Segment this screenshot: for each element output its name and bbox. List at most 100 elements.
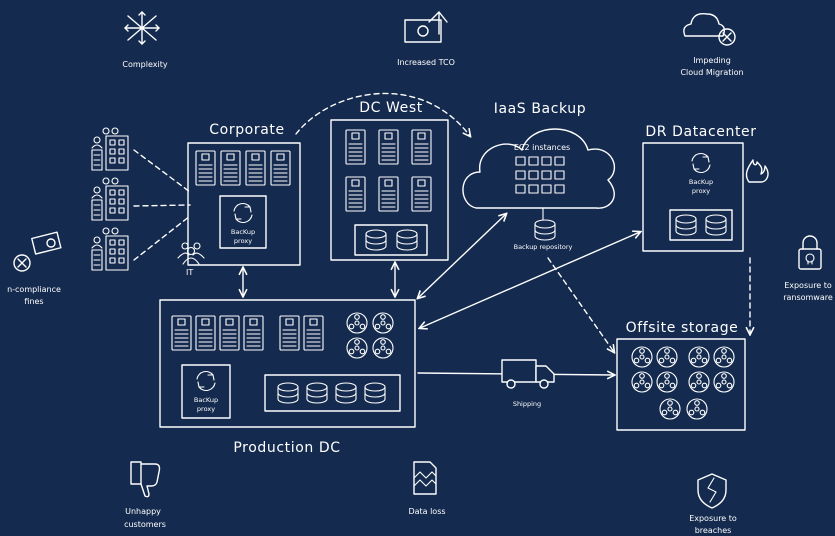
cloud-x-icon: [683, 13, 736, 46]
breaches-label: Exposure to: [689, 514, 737, 523]
disk-icon: [306, 382, 328, 404]
server-icon: [411, 176, 432, 212]
server-icon: [195, 150, 216, 186]
corporate-to-iaas-link: [295, 92, 470, 136]
disk-icon: [365, 229, 387, 251]
tape-icon: [631, 371, 653, 393]
impeding-label: Impeding: [693, 56, 731, 65]
compliance-label: n-compliance: [7, 285, 61, 294]
tape-icon: [688, 346, 710, 368]
production-box: [159, 299, 416, 428]
production-proxy-box: [181, 364, 231, 419]
server-icon: [345, 129, 366, 165]
unhappy-label: Unhappy: [125, 507, 161, 516]
truck-icon: [501, 359, 555, 389]
production-title: Production DC: [233, 440, 340, 456]
data-loss-label: Data loss: [408, 507, 445, 516]
production-proxy-label: BacKup: [194, 396, 218, 404]
tape-icon: [346, 312, 368, 334]
tape-icon: [686, 398, 708, 420]
tape-icon: [656, 371, 678, 393]
shield-crack-icon: [697, 473, 727, 509]
it-people-icon: [177, 242, 205, 265]
customers-label: customers: [124, 520, 166, 529]
backup-cycle-icon: [196, 370, 216, 392]
ransomware-label-2: ransomware: [783, 293, 833, 302]
server-icon: [411, 129, 432, 165]
offsite-title: Offsite storage: [626, 320, 739, 336]
branch-link: [133, 149, 191, 193]
server-icon: [279, 315, 300, 351]
offsite-box: [616, 338, 746, 431]
backup-cycle-icon: [691, 152, 711, 174]
backup-repository-disk-icon: [534, 219, 556, 241]
server-icon: [171, 315, 192, 351]
server-icon: [219, 315, 240, 351]
server-icon: [378, 129, 399, 165]
disk-icon: [335, 382, 357, 404]
it-label: IT: [186, 268, 193, 277]
branch-office-icon: [91, 177, 129, 221]
disk-icon: [705, 214, 727, 236]
tape-icon: [713, 371, 735, 393]
fire-icon: [745, 159, 769, 183]
compliance-money-icon: [13, 231, 62, 272]
tape-icon: [346, 337, 368, 359]
server-icon: [245, 150, 266, 186]
thumbs-down-icon: [130, 461, 161, 498]
iaas-cloud: [462, 128, 616, 209]
branch-office-icon: [91, 227, 129, 271]
disk-icon: [396, 229, 418, 251]
server-icon: [195, 315, 216, 351]
ransomware-lock-icon: [798, 235, 822, 270]
tape-icon: [659, 398, 681, 420]
server-icon: [345, 176, 366, 212]
tape-icon: [372, 312, 394, 334]
dr-box: [642, 142, 744, 252]
complexity-icon: [124, 11, 160, 45]
corporate-title: Corporate: [209, 122, 284, 138]
corporate-proxy-box: [219, 195, 267, 249]
data-loss-icon: [413, 461, 437, 495]
disk-icon: [675, 214, 697, 236]
iaas-title: IaaS Backup: [494, 101, 587, 117]
fines-label: fines: [24, 297, 43, 306]
production-iaas-link: [418, 214, 506, 298]
server-icon: [303, 315, 324, 351]
ec2-instances-grid: [515, 156, 565, 194]
branch-link: [133, 215, 191, 261]
production-proxy-label: proxy: [197, 405, 215, 413]
money-icon: [404, 11, 448, 43]
tape-icon: [372, 337, 394, 359]
corporate-proxy-label: BacKup: [231, 228, 255, 236]
tape-icon: [688, 371, 710, 393]
tape-icon: [656, 346, 678, 368]
production-dr-link: [420, 232, 640, 328]
ec2-label: EC2 instances: [514, 143, 570, 152]
server-icon: [243, 315, 264, 351]
backup-cycle-icon: [233, 202, 253, 224]
disk-icon: [277, 382, 299, 404]
corporate-box: [187, 142, 301, 266]
production-storage-box: [264, 374, 401, 412]
dc-west-title: DC West: [359, 100, 423, 116]
server-icon: [220, 150, 241, 186]
dr-storage-box: [669, 209, 733, 241]
server-icon: [378, 176, 399, 212]
tape-icon: [713, 346, 735, 368]
breaches-label-2: breaches: [695, 526, 732, 535]
dr-title: DR Datacenter: [645, 124, 756, 140]
branch-link: [133, 204, 191, 207]
tape-icon: [631, 346, 653, 368]
dc-west-box: [330, 119, 449, 261]
ransomware-label: Exposure to: [784, 281, 832, 290]
increased-tco-label: Increased TCO: [397, 58, 455, 67]
server-icon: [270, 150, 291, 186]
cloud-migration-label: Cloud Migration: [680, 68, 743, 77]
branch-office-icon: [91, 127, 129, 171]
shipping-label: Shipping: [513, 400, 541, 408]
dr-proxy-label: BacKup: [689, 178, 713, 186]
backup-repository-label: Backup repository: [514, 243, 573, 251]
